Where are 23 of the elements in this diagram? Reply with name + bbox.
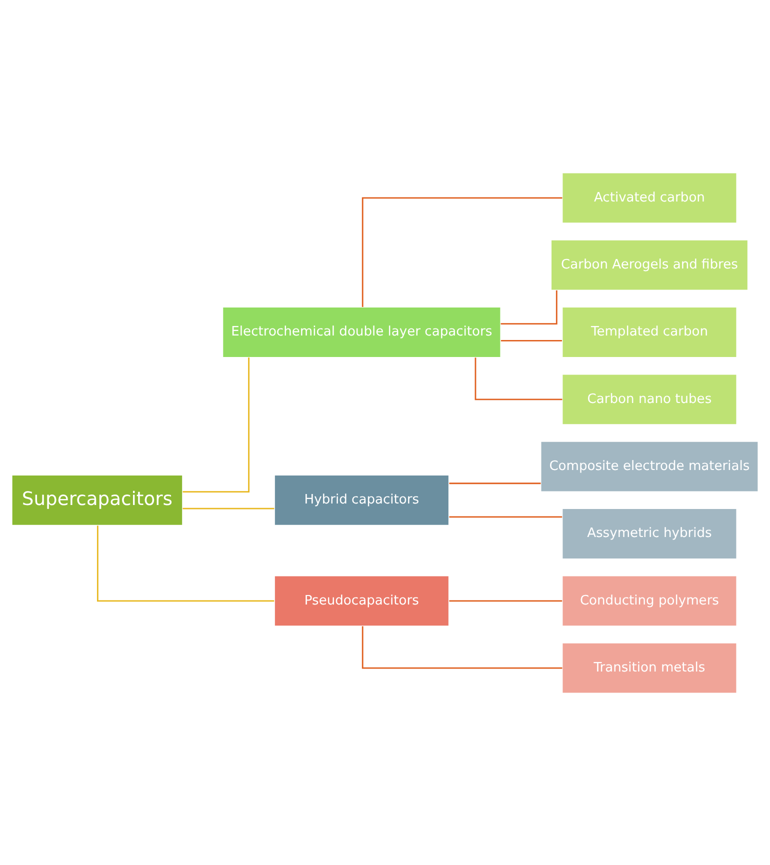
- connector: [449, 482, 541, 484]
- node-box: Carbon nano tubes: [562, 373, 738, 425]
- node-box: Hybrid capacitors: [274, 474, 450, 526]
- node-box: Pseudocapacitors: [274, 574, 450, 626]
- node-box: Composite electrode materials: [540, 440, 759, 492]
- connector: [449, 600, 562, 602]
- connector: [182, 507, 274, 509]
- connector: [500, 290, 558, 324]
- connector: [96, 525, 274, 602]
- connector: [500, 339, 562, 341]
- connector: [362, 626, 562, 668]
- connector: [474, 357, 562, 400]
- connector: [362, 196, 562, 306]
- connector: [182, 357, 250, 492]
- node-box: Conducting polymers: [562, 574, 738, 626]
- node-box: Electrochemical double layer capacitors: [222, 306, 502, 358]
- node-box: Assymetric hybrids: [562, 508, 738, 559]
- node-box: Transition metals: [562, 642, 738, 694]
- node-box: Activated carbon: [562, 172, 738, 224]
- node-box: Carbon Aerogels and fibres: [550, 238, 748, 290]
- connector: [449, 516, 562, 518]
- node-box: Supercapacitors: [11, 474, 184, 526]
- node-box: Templated carbon: [562, 306, 738, 358]
